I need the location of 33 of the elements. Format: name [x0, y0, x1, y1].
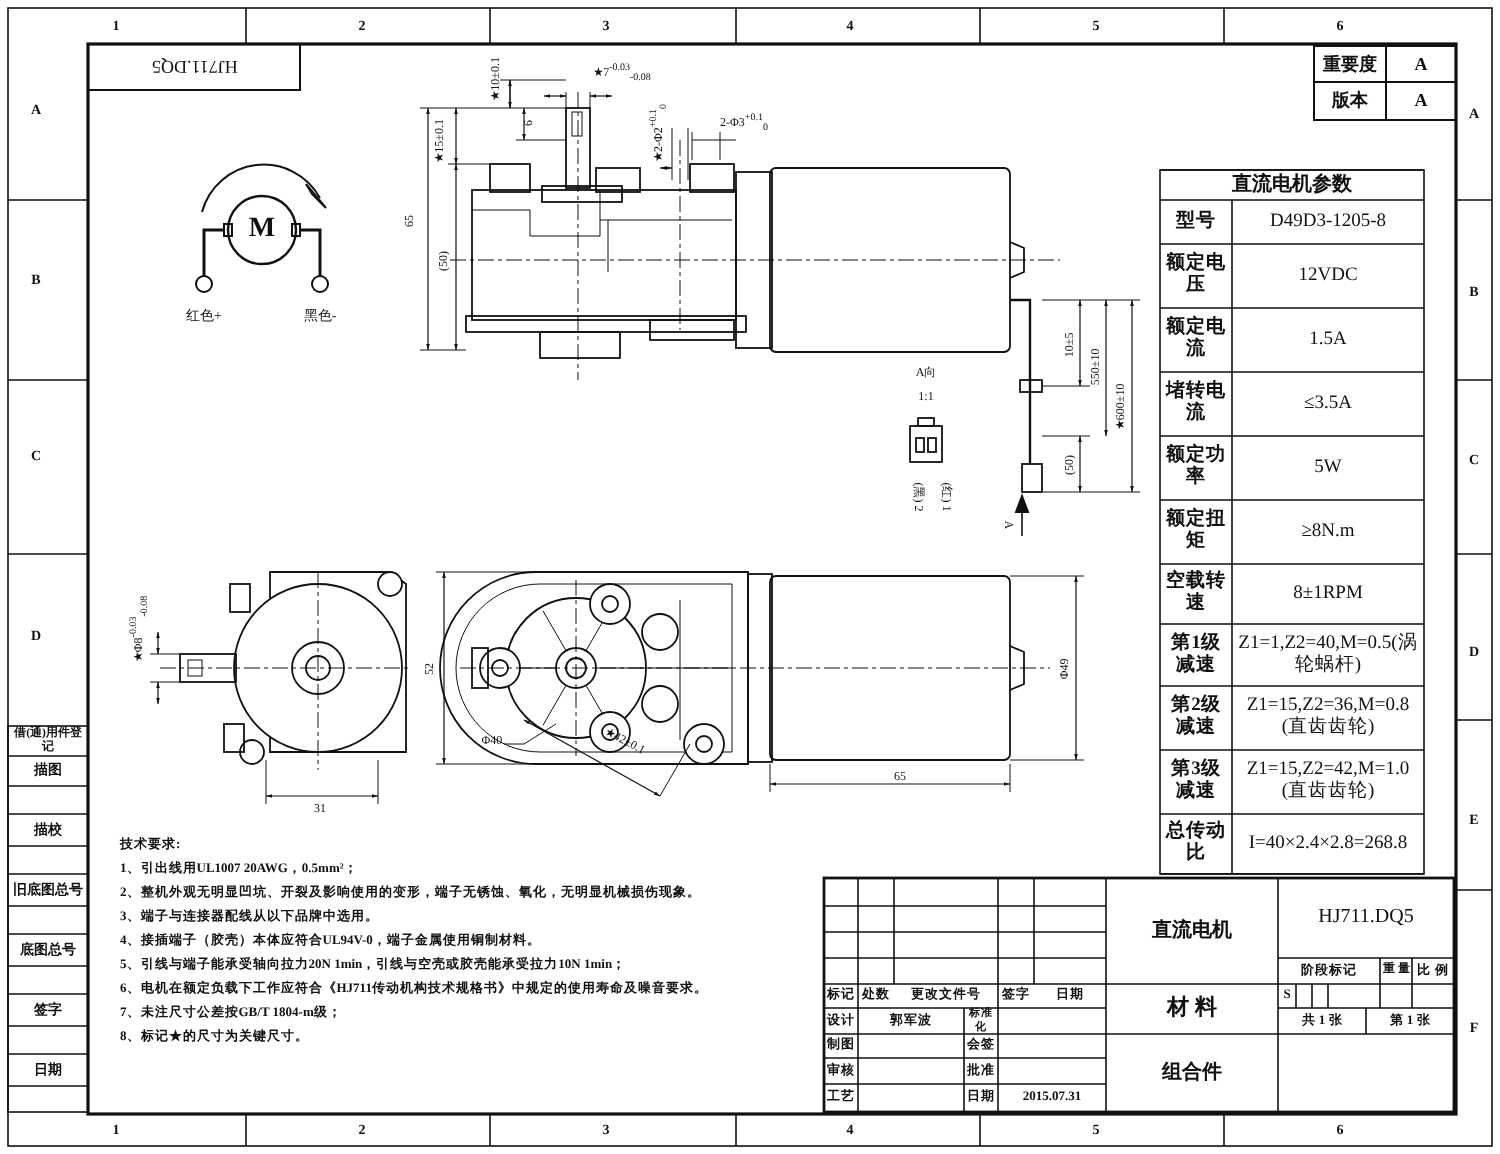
- parameter-name: 空载转速: [1164, 572, 1228, 616]
- parameter-name: 额定功率: [1163, 446, 1228, 490]
- parameter-value: Z1=15,Z2=42,M=1.0(直齿齿轮): [1244, 760, 1412, 804]
- parameter-name: 第1级减速: [1169, 633, 1223, 677]
- title-block-text: HJ711.DQ5: [1318, 906, 1414, 930]
- table-text: A: [1414, 53, 1428, 75]
- parameter-name: 型号: [1176, 211, 1216, 233]
- title-block-text: 组合件: [1162, 1061, 1222, 1085]
- parameter-value: D49D3-1205-8: [1269, 211, 1387, 233]
- parameter-value: I=40×2.4×2.8=268.8: [1248, 833, 1408, 855]
- parameter-value: 12VDC: [1298, 265, 1358, 287]
- parameter-name: 额定扭矩: [1163, 510, 1228, 554]
- parameter-name: 总传动比: [1163, 822, 1228, 866]
- parameter-name: 额定电压: [1163, 254, 1228, 298]
- parameter-value: 5W: [1314, 457, 1342, 479]
- parameter-name: 第2级减速: [1169, 696, 1223, 740]
- table-text: 重要度: [1323, 53, 1377, 75]
- parameter-name: 堵转电流: [1163, 382, 1228, 426]
- parameter-value: ≥8N.m: [1301, 521, 1355, 543]
- parameter-value: 8±1RPM: [1293, 583, 1363, 605]
- parameter-name: 第3级减速: [1169, 760, 1223, 804]
- table-text: 版本: [1332, 90, 1368, 112]
- parameter-value: Z1=1,Z2=40,M=0.5(涡轮蜗杆): [1238, 633, 1418, 677]
- parameter-name: 额定电流: [1163, 318, 1228, 362]
- parameter-value: 1.5A: [1309, 329, 1347, 351]
- table-title: 直流电机参数: [1232, 173, 1352, 197]
- drawing-number: HJ711.DQ5: [151, 56, 237, 78]
- table-text: A: [1414, 90, 1428, 112]
- parameter-value: ≤3.5A: [1304, 393, 1352, 415]
- title-block-text: 材 料: [1167, 996, 1217, 1022]
- parameter-value: Z1=15,Z2=36,M=0.8(直齿齿轮): [1244, 696, 1412, 740]
- title-block-text: 直流电机: [1152, 919, 1232, 943]
- motor-letter: M: [248, 213, 276, 247]
